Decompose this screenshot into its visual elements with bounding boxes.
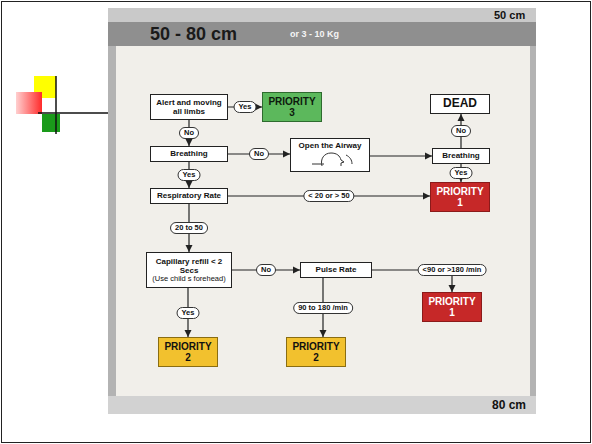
edge-label: Yes	[178, 169, 201, 181]
ruler-strip	[108, 8, 536, 22]
ruler-mark: 80 cm	[492, 398, 526, 412]
deco-line	[38, 112, 108, 114]
action-box: Open the Airway	[290, 138, 370, 172]
process-box: Breathing	[150, 146, 228, 162]
priority-box: PRIORITY 3	[262, 92, 322, 122]
deco-line	[55, 76, 57, 134]
ruler-strip	[108, 396, 536, 414]
deco-square	[16, 92, 42, 114]
priority-box: PRIORITY 1	[430, 182, 490, 212]
node-text: PRIORITY 2	[162, 341, 214, 364]
process-box: Pulse Rate	[300, 262, 372, 278]
node-note: (Use child s forehead)	[150, 275, 228, 284]
weight-range: or 3 - 10 Kg	[290, 29, 339, 39]
process-box: Capillary refill < 2 Secs(Use child s fo…	[146, 252, 232, 288]
process-box: Respiratory Rate	[150, 188, 228, 204]
priority-box: PRIORITY 2	[158, 337, 218, 367]
edge-label: Yes	[450, 167, 473, 179]
node-text: Breathing	[436, 151, 486, 160]
node-text: PRIORITY 1	[426, 296, 478, 319]
card	[116, 46, 530, 396]
photo-background	[108, 8, 536, 414]
node-text: Breathing	[154, 149, 224, 158]
ruler-mark: 50 cm	[494, 9, 525, 21]
node-text: PRIORITY 3	[266, 96, 318, 119]
node-text: DEAD	[434, 97, 486, 111]
edge-label: <90 or >180 /min	[418, 264, 487, 276]
node-text: Alert and moving all limbs	[154, 98, 224, 116]
edge-label: Yes	[177, 307, 200, 319]
node-text: Capillary refill < 2 Secs	[150, 257, 228, 275]
priority-box: PRIORITY 2	[286, 337, 346, 367]
edge-label: 90 to 180 /min	[293, 302, 353, 314]
node-text: Pulse Rate	[304, 265, 368, 274]
edge-label: 20 to 50	[170, 222, 208, 234]
node-text: PRIORITY 1	[434, 186, 486, 209]
node-text: Respiratory Rate	[154, 191, 224, 200]
process-box: Breathing	[432, 148, 490, 164]
connector	[370, 155, 432, 156]
edge-label: Yes	[234, 101, 257, 113]
airway-illustration	[300, 151, 360, 167]
edge-label: No	[256, 264, 276, 276]
header-band	[108, 22, 536, 46]
edge-label: No	[451, 125, 471, 137]
node-text: PRIORITY 2	[290, 341, 342, 364]
size-range: 50 - 80 cm	[150, 24, 237, 45]
outcome-box: DEAD	[430, 94, 490, 114]
priority-box: PRIORITY 1	[422, 292, 482, 322]
process-box: Alert and moving all limbs	[150, 94, 228, 120]
deco-square	[42, 114, 60, 132]
edge-label: < 20 or > 50	[303, 190, 354, 202]
edge-label: No	[249, 148, 269, 160]
node-text: Open the Airway	[294, 141, 366, 150]
edge-label: No	[179, 127, 199, 139]
